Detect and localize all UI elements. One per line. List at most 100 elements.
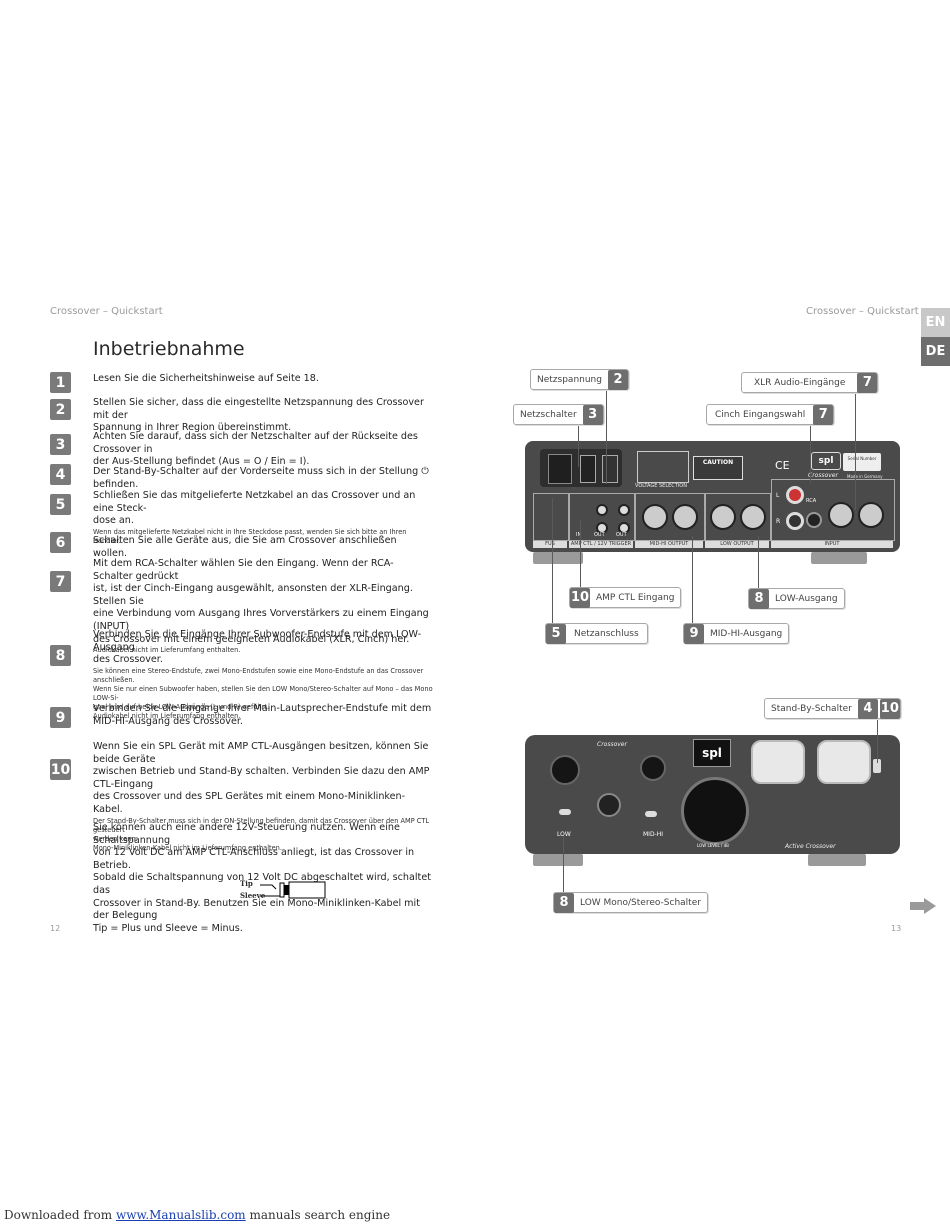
iec-socket — [548, 454, 572, 484]
leader-line — [758, 536, 759, 592]
rca-label: RCA — [806, 498, 817, 504]
jack-tip-label: Tip — [240, 879, 253, 888]
amp-ctl-out-jack-3[interactable] — [618, 522, 630, 534]
step-text: Schließen Sie das mitgelieferte Netzkabe… — [93, 490, 433, 546]
standby-switch[interactable] — [873, 759, 881, 773]
leader-line — [692, 536, 693, 630]
fuse-section — [533, 493, 569, 541]
step-line: eine Verbindung vom Ausgang Ihres Vorver… — [93, 608, 429, 632]
jack-sleeve-label: Sleeve — [240, 891, 266, 900]
callout-label: LOW Mono/Stereo-Schalter — [580, 897, 701, 908]
leader-line — [877, 717, 878, 763]
step-number: 2 — [50, 399, 71, 420]
step-number: 5 — [50, 494, 71, 515]
step-text: Wenn Sie ein SPL Gerät mit AMP CTL-Ausgä… — [93, 741, 433, 853]
callout-label: Netzanschluss — [574, 628, 639, 639]
midhi-switch[interactable] — [645, 811, 657, 817]
input-xlr-l[interactable] — [858, 502, 884, 528]
step-line: Wenn Sie ein SPL Gerät mit AMP CTL-Ausgä… — [93, 741, 429, 765]
footer-prefix: Downloaded from — [4, 1208, 116, 1222]
low-xlr-l[interactable] — [740, 504, 766, 530]
leader-line — [810, 423, 811, 483]
rear-foot-right — [811, 552, 867, 564]
rear-crossover-label: Crossover — [808, 472, 838, 479]
step-line: des Crossover. — [93, 654, 163, 666]
callout-netzschalter: Netzschalter 3 — [513, 404, 604, 425]
lang-tab-en[interactable]: EN — [921, 308, 950, 337]
step-line: ist, ist der Cinch-Eingang ausgewählt, a… — [93, 583, 413, 607]
page-title: Inbetriebnahme — [93, 338, 245, 360]
step-note: Der Stand-By-Schalter muss sich in der O… — [93, 816, 430, 834]
footer-suffix: manuals search engine — [245, 1208, 391, 1222]
header-left: Crossover – Quickstart — [50, 306, 163, 317]
input-xlr-r[interactable] — [828, 502, 854, 528]
step-number: 4 — [50, 464, 71, 485]
callout-label: MID-HI-Ausgang — [710, 628, 783, 639]
low-mono-stereo-switch[interactable] — [559, 809, 571, 815]
callout-number: 8 — [749, 588, 769, 609]
step-line: Spannung in Ihrer Region übereinstimmt. — [93, 422, 292, 434]
step-note: Mono-Miniklinken-Kabel nicht im Lieferum… — [93, 843, 282, 852]
low-xover-knob[interactable] — [550, 755, 580, 785]
step-number: 7 — [50, 571, 71, 592]
voltage-selector[interactable] — [602, 455, 618, 483]
step-line: zwischen Betrieb und Stand-By schalten. … — [93, 766, 430, 790]
made-in-label: Made in Germany — [847, 474, 883, 479]
front-foot-left — [533, 854, 583, 866]
active-crossover-label: Active Crossover — [785, 843, 836, 850]
low-xlr-r[interactable] — [710, 504, 736, 530]
power-inlet — [540, 449, 622, 487]
midhi-xlr-r[interactable] — [642, 504, 668, 530]
step-line: Verbinden Sie die Eingänge Ihrer Subwoof… — [93, 629, 422, 653]
front-low-label: LOW — [557, 831, 571, 838]
step-text: Der Stand-By-Schalter auf der Vorderseit… — [93, 466, 433, 491]
rca-jack-r[interactable] — [786, 512, 804, 530]
low-output-label: LOW OUTPUT — [705, 541, 769, 548]
page-number-left: 12 — [50, 924, 61, 933]
out-label-2: OUT — [616, 532, 627, 538]
step-line: Mit dem RCA-Schalter wählen Sie den Eing… — [93, 558, 394, 582]
step-line: der Aus-Stellung befindet (Aus = O / Ein… — [93, 456, 310, 468]
amp-ctl-out-jack-1[interactable] — [596, 522, 608, 534]
callout-number: 8 — [554, 892, 574, 913]
step-line: Stellen Sie sicher, dass die eingestellt… — [93, 397, 424, 421]
callout-label: LOW-Ausgang — [775, 593, 838, 604]
midhi-xlr-l[interactable] — [672, 504, 698, 530]
download-footer: Downloaded from www.Manualslib.com manua… — [4, 1208, 390, 1222]
phase-knob[interactable] — [597, 793, 621, 817]
step-text: Verbinden Sie die Eingänge Ihrer Subwoof… — [93, 629, 433, 721]
step-text: Stellen Sie sicher, dass die eingestellt… — [93, 397, 433, 435]
step-text: Schalten Sie alle Geräte aus, die Sie am… — [93, 535, 433, 560]
leader-line — [855, 390, 856, 510]
leader-line — [580, 520, 581, 596]
manualslib-link[interactable]: www.Manualslib.com — [115, 1208, 246, 1222]
rear-panel: VOLTAGE SELECTION CAUTION CE spl Crossov… — [525, 441, 900, 552]
rca-jack-l[interactable] — [786, 486, 804, 504]
midhi-xover-knob[interactable] — [640, 755, 666, 781]
callout-number: 5 — [546, 623, 566, 644]
next-page-arrow-icon[interactable] — [910, 898, 936, 914]
front-midhi-label: MID-HI — [643, 831, 664, 838]
callout-cinch: Cinch Eingangswahl 7 — [706, 404, 835, 425]
step-line: Verbinden Sie die Eingänge Ihrer Main-La… — [93, 703, 432, 714]
vu-meter-left — [751, 740, 805, 784]
power-switch[interactable] — [580, 455, 596, 483]
step-text: Verbinden Sie die Eingänge Ihrer Main-La… — [93, 703, 433, 728]
step-note: Wenn das mitgelieferte Netzkabel nicht i… — [93, 527, 407, 545]
front-crossover-label: Crossover — [597, 741, 627, 748]
callout-number: 10 — [879, 698, 900, 719]
callout-standby: Stand-By-Schalter 4 10 — [764, 698, 901, 719]
amp-ctl-out-jack-2[interactable] — [618, 504, 630, 516]
jack-diagram: Tip Sleeve — [240, 879, 330, 901]
callout-netzspannung: Netzspannung 2 — [530, 369, 629, 390]
step-number: 1 — [50, 372, 71, 393]
rca-select-button[interactable] — [806, 512, 822, 528]
amp-ctl-section: IN OUT OUT — [569, 493, 635, 541]
extra-line: Crossover in Stand-By. Benutzen Sie ein … — [93, 897, 420, 922]
amp-ctl-in-jack[interactable] — [596, 504, 608, 516]
step-note: Audiokabel nicht im Lieferumfang enthalt… — [93, 711, 241, 720]
step-number: 8 — [50, 645, 71, 666]
low-level-knob[interactable] — [681, 777, 749, 845]
input-section: L R RCA — [771, 479, 895, 541]
lang-tab-de[interactable]: DE — [921, 337, 950, 366]
